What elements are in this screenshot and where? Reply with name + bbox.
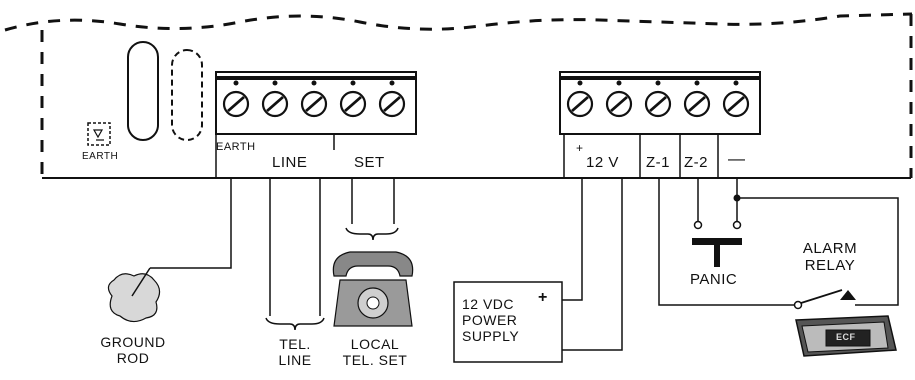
power-minus-wire (538, 178, 623, 351)
power-supply-plus: + (538, 289, 548, 306)
earth-terminal-label: EARTH (216, 141, 256, 153)
power-supply-line3: SUPPLY (462, 328, 520, 344)
tel-line-line2: LINE (278, 352, 312, 368)
alarm-relay-label: ALARM RELAY (790, 240, 870, 274)
relay-device-icon (795, 315, 897, 357)
power-supply-label: 12 VDC POWER SUPPLY (462, 296, 519, 344)
board-top-edge (4, 12, 913, 32)
right-terminal-block (559, 71, 761, 135)
power-supply-box (453, 281, 563, 363)
solid-oval-slot (127, 41, 159, 141)
earth-icon-label: EARTH (82, 151, 119, 162)
local-set-label: LOCAL TEL. SET (334, 336, 416, 368)
line-label: LINE (272, 154, 308, 171)
minus-terminal-label: — (728, 149, 746, 168)
tel-line-label: TEL. LINE (262, 336, 328, 368)
ground-rod-icon (107, 273, 161, 323)
z1-loop-wire (658, 178, 795, 306)
tel-line-line1: TEL. (279, 336, 311, 352)
z1-label: Z-1 (646, 154, 670, 171)
common-wire (736, 178, 899, 306)
plus-terminal-label: + (576, 141, 584, 155)
set-label: SET (354, 154, 385, 171)
z2-label: Z-2 (684, 154, 708, 171)
ground-rod-label: GROUND ROD (88, 334, 178, 366)
relay-device-label: ECF (836, 332, 856, 342)
twelve-volt-label: 12 V (586, 154, 619, 171)
dashed-oval-slot (171, 49, 203, 141)
power-supply-line1: 12 VDC (462, 296, 515, 312)
panic-label: PANIC (690, 271, 738, 288)
earth-icon (87, 122, 111, 146)
alarm-relay-line1: ALARM (802, 240, 858, 257)
tel-line-brace (265, 317, 325, 331)
left-terminal-block (215, 71, 417, 135)
local-set-brace (345, 227, 399, 241)
panic-button-icon (692, 238, 742, 267)
ground-rod-line2: ROD (116, 350, 150, 366)
power-supply-line2: POWER (462, 312, 518, 328)
ground-wire (150, 178, 232, 269)
ground-rod-line1: GROUND (100, 334, 166, 350)
relay-switch-icon (793, 289, 856, 310)
local-set-line1: LOCAL (350, 336, 400, 352)
local-set-line2: TEL. SET (342, 352, 408, 368)
alarm-relay-line2: RELAY (804, 257, 856, 274)
telephone-icon (332, 251, 414, 327)
